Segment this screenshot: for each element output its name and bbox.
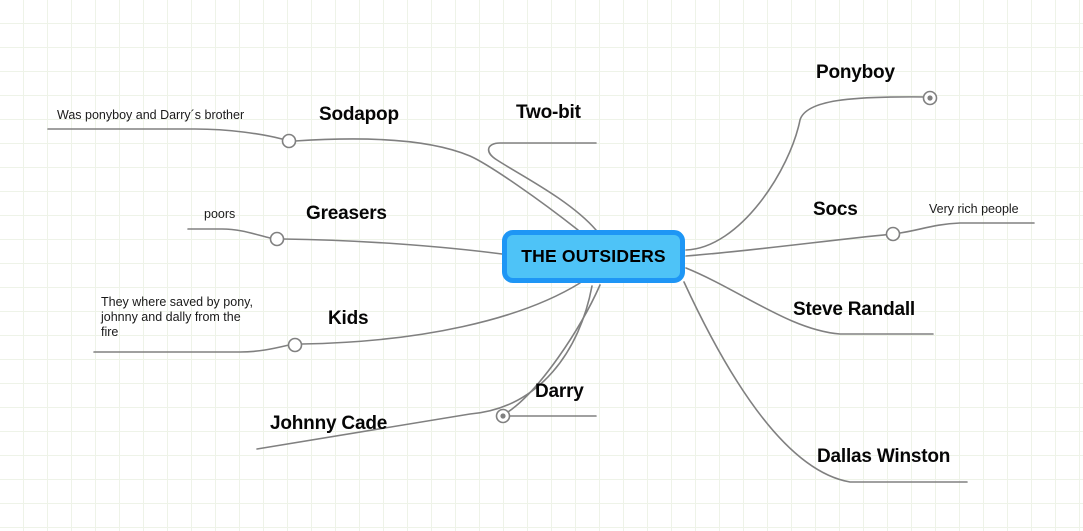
marker-collapsed-ponyboy [922,90,938,106]
topic-johnny-cade[interactable]: Johnny Cade [270,413,388,434]
edge-socs-rich [899,222,1035,234]
topic-socs[interactable]: Socs [813,199,858,220]
topic-sodapop[interactable]: Sodapop [319,104,399,125]
edge-sodapop-brother [47,128,283,140]
marker-circle-socs [885,226,901,242]
marker-collapsed-darry [495,408,511,424]
subtopic-sodapop-brother[interactable]: Was ponyboy and Darry´s brother [57,108,245,122]
topic-dallas-winston[interactable]: Dallas Winston [817,446,951,467]
marker-circle-kids [287,337,303,353]
edge-two-bit [487,142,597,231]
topic-two-bit[interactable]: Two-bit [516,102,581,123]
edge-greasers-poors [187,228,271,239]
marker-collapsed-dot-ponyboy [927,95,933,101]
topic-ponyboy[interactable]: Ponyboy [816,62,895,83]
edge-kids-saved [93,344,290,353]
subtopic-greasers-poors[interactable]: poors [204,207,236,221]
marker-circle-sodapop [281,133,297,149]
edge-socs [685,233,894,257]
edge-greasers [282,238,503,255]
subtopic-socs-rich[interactable]: Very rich people [929,202,1019,216]
topic-greasers[interactable]: Greasers [306,203,387,224]
edge-ponyboy [685,96,931,251]
topic-kids[interactable]: Kids [328,308,369,329]
topic-steve-randall[interactable]: Steve Randall [793,299,916,320]
root-node-label: THE OUTSIDERS [521,246,666,266]
root-node[interactable]: THE OUTSIDERS [502,230,685,283]
marker-collapsed-dot-darry [500,413,506,419]
topic-darry[interactable]: Darry [535,381,584,402]
subtopic-kids-saved[interactable]: They where saved by pony, johnny and dal… [101,295,253,339]
marker-circle-greasers [269,231,285,247]
